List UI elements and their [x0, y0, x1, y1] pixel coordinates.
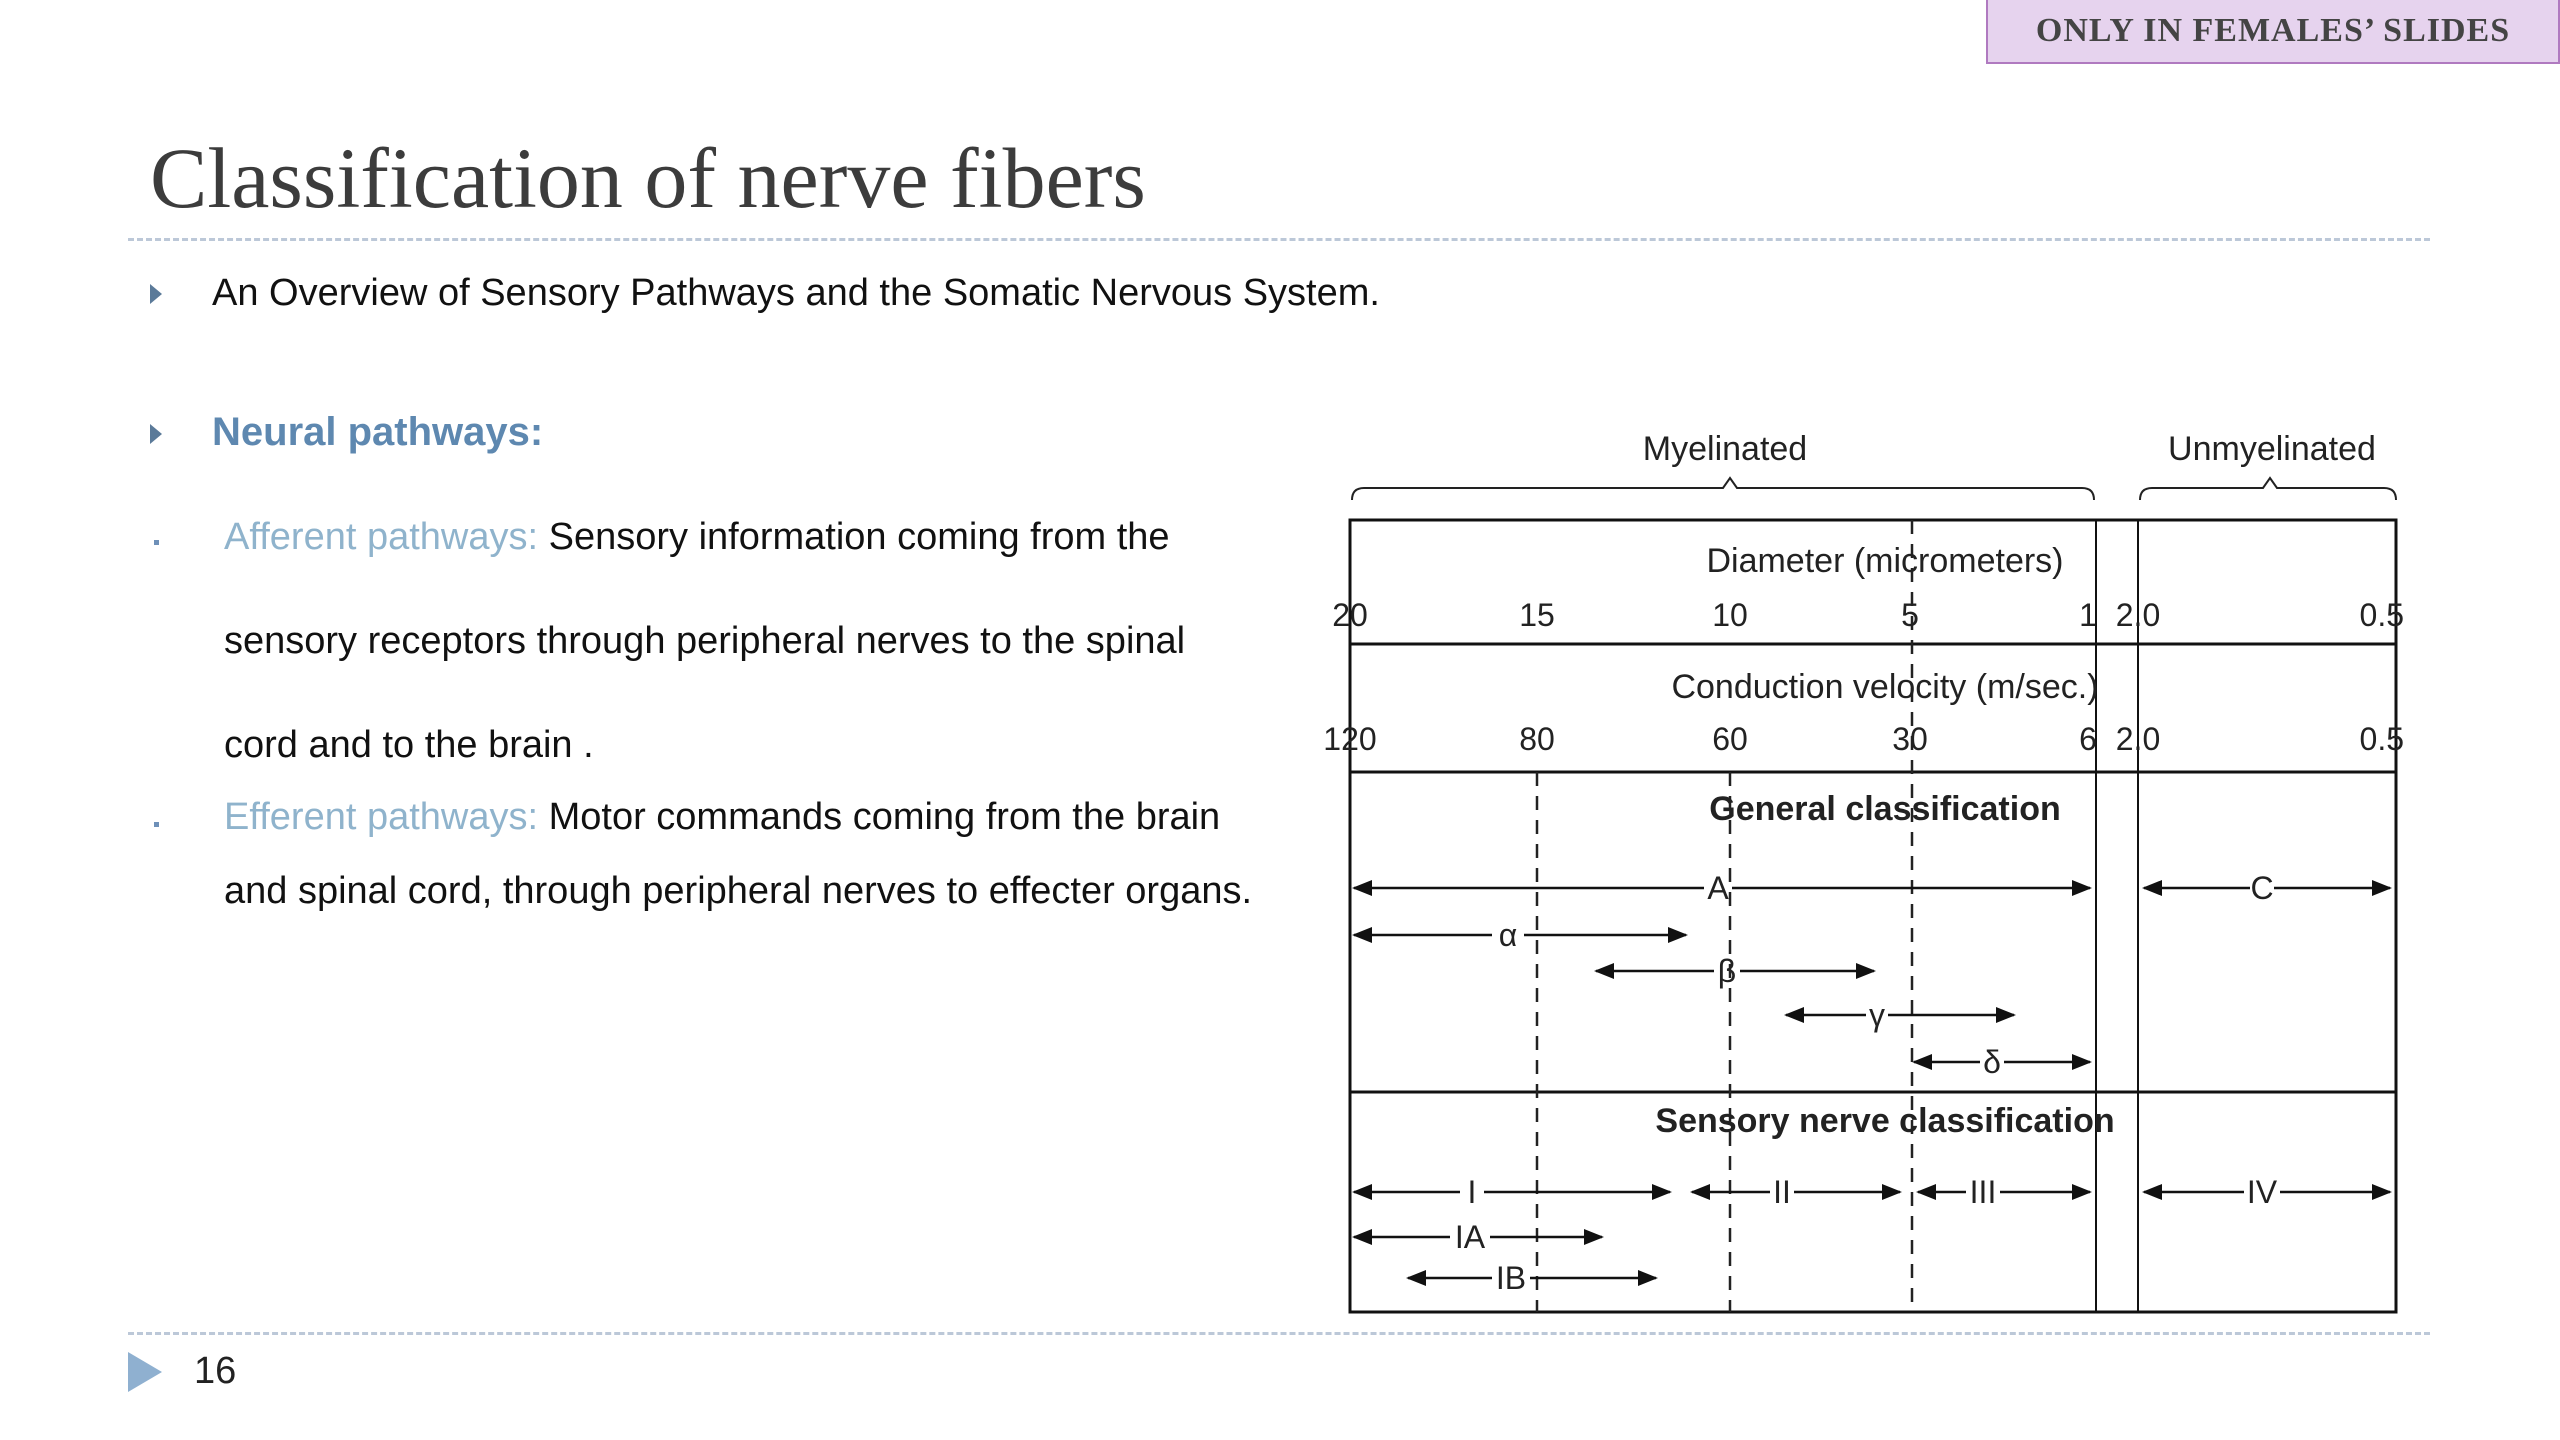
efferent-line-2: and spinal cord, through peripheral nerv… [224, 870, 1253, 912]
afferent-line-3: cord and to the brain . [224, 724, 594, 766]
sensory-label-ii: II [1773, 1174, 1791, 1210]
velocity-tick-30: 30 [1892, 721, 1928, 757]
diameter-tick-10: 10 [1712, 597, 1748, 633]
diameter-tick-20: 20 [1332, 597, 1368, 633]
general-label-a: A [1707, 870, 1729, 906]
diameter-tick-1: 1 [2079, 597, 2097, 633]
velocity-tick-2-0: 2.0 [2116, 721, 2160, 757]
nerve-fiber-classification-figure: Myelinated Unmyelinated Diameter (microm… [1320, 420, 2410, 1320]
myelinated-brace [1351, 476, 2095, 501]
sensory-label-ia: IA [1455, 1219, 1486, 1255]
play-triangle-icon [128, 1352, 162, 1392]
figure-frame [1348, 518, 2398, 1314]
general-label-c: C [2250, 870, 2273, 906]
efferent-line-1: Efferent pathways: Motor commands coming… [224, 796, 1220, 839]
sensory-label-iv: IV [2247, 1174, 2278, 1210]
general-label-beta: β [1718, 953, 1736, 989]
velocity-title: Conduction velocity (m/sec.) [1671, 668, 2098, 706]
diameter-tick-2-0: 2.0 [2116, 597, 2160, 633]
sensory-label-iii: III [1970, 1174, 1997, 1210]
bullet-dot-icon [154, 822, 159, 827]
title-divider [128, 238, 2430, 241]
afferent-line-2: sensory receptors through peripheral ner… [224, 620, 1186, 662]
sensory-label-i: I [1468, 1174, 1477, 1210]
females-only-badge: ONLY IN FEMALES’ SLIDES [1986, 0, 2560, 64]
sensory-label-ib: IB [1496, 1260, 1526, 1296]
afferent-line-1: Afferent pathways: Sensory information c… [224, 516, 1170, 559]
diameter-tick-0-5: 0.5 [2360, 597, 2404, 633]
velocity-tick-60: 60 [1712, 721, 1748, 757]
diameter-tick-15: 15 [1519, 597, 1555, 633]
footer-divider [128, 1332, 2430, 1335]
velocity-tick-6: 6 [2079, 721, 2097, 757]
velocity-tick-0-5: 0.5 [2360, 721, 2404, 757]
general-label-alpha: α [1499, 917, 1518, 953]
sensory-classification-title: Sensory nerve classification [1655, 1102, 2114, 1140]
afferent-text: Sensory information coming from the [538, 516, 1170, 558]
bullet-dot-icon [154, 540, 159, 545]
efferent-text: Motor commands coming from the brain [538, 796, 1221, 838]
diameter-title: Diameter (micrometers) [1706, 542, 2063, 580]
efferent-label: Efferent pathways: [224, 796, 539, 838]
overview-text: An Overview of Sensory Pathways and the … [212, 272, 1380, 314]
bullet-arrow-icon [150, 284, 162, 304]
general-classification-title: General classification [1709, 790, 2061, 828]
general-label-delta: δ [1983, 1044, 2001, 1080]
neural-pathways-heading: Neural pathways: [212, 410, 544, 454]
bullet-arrow-icon [150, 424, 162, 444]
velocity-tick-80: 80 [1519, 721, 1555, 757]
myelinated-label: Myelinated [1643, 430, 1807, 468]
afferent-label: Afferent pathways: [224, 516, 539, 558]
page-number: 16 [194, 1350, 237, 1392]
slide-title: Classification of nerve fibers [150, 130, 1146, 226]
unmyelinated-brace [2139, 476, 2397, 501]
velocity-tick-120: 120 [1323, 721, 1376, 757]
diameter-tick-5: 5 [1901, 597, 1919, 633]
general-label-gamma: γ [1869, 997, 1885, 1033]
unmyelinated-label: Unmyelinated [2168, 430, 2376, 468]
